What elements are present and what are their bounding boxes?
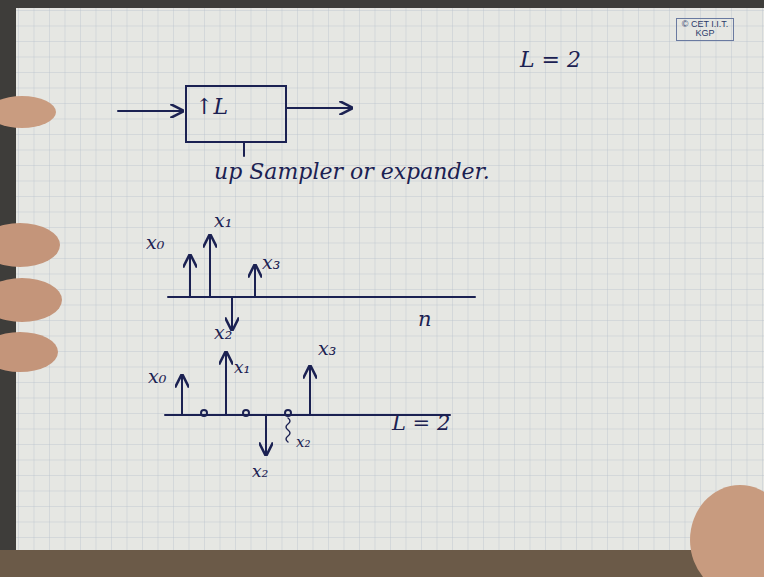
sample-stem xyxy=(265,415,267,455)
sample-label: x₂ xyxy=(296,434,310,451)
parameter-note: L = 2 xyxy=(520,48,581,72)
block-caption: up Sampler or expander. xyxy=(214,160,490,184)
desk xyxy=(0,550,764,577)
sample-label: x₃ xyxy=(318,338,336,359)
parameter-note: L = 2 xyxy=(392,412,450,435)
sample-stem xyxy=(181,375,183,415)
hand xyxy=(0,278,62,322)
hand xyxy=(690,485,764,577)
hand xyxy=(0,332,58,372)
leader-line xyxy=(243,143,245,156)
sample-label: x₁ xyxy=(234,358,250,377)
sample-stem xyxy=(254,265,256,297)
sample-label: x₂ xyxy=(214,322,232,343)
sample-label: x₃ xyxy=(262,252,280,273)
paper xyxy=(16,8,764,550)
upsampler-block: ↑L xyxy=(185,85,287,143)
hand xyxy=(0,223,60,267)
sample-stem xyxy=(189,255,191,297)
zero-sample xyxy=(201,410,207,416)
input-arrow xyxy=(118,110,183,112)
sample-stem xyxy=(309,366,311,415)
time-axis xyxy=(168,296,475,298)
output-arrow xyxy=(287,107,352,109)
grid-paper xyxy=(16,8,764,550)
zero-sample xyxy=(243,410,249,416)
sample-stem xyxy=(209,235,211,297)
block-symbol: ↑L xyxy=(195,95,228,119)
sample-label: x₀ xyxy=(148,366,166,387)
sample-label: x₂ xyxy=(252,462,268,481)
zero-sample xyxy=(285,410,291,416)
watermark: © CET I.I.T. KGP xyxy=(676,18,734,41)
axis-label: n xyxy=(418,308,432,331)
squiggle-mark xyxy=(286,418,290,442)
sample-stem xyxy=(225,352,227,415)
sample-label: x₀ xyxy=(146,232,164,253)
hand xyxy=(0,96,56,128)
sample-label: x₁ xyxy=(214,210,232,231)
